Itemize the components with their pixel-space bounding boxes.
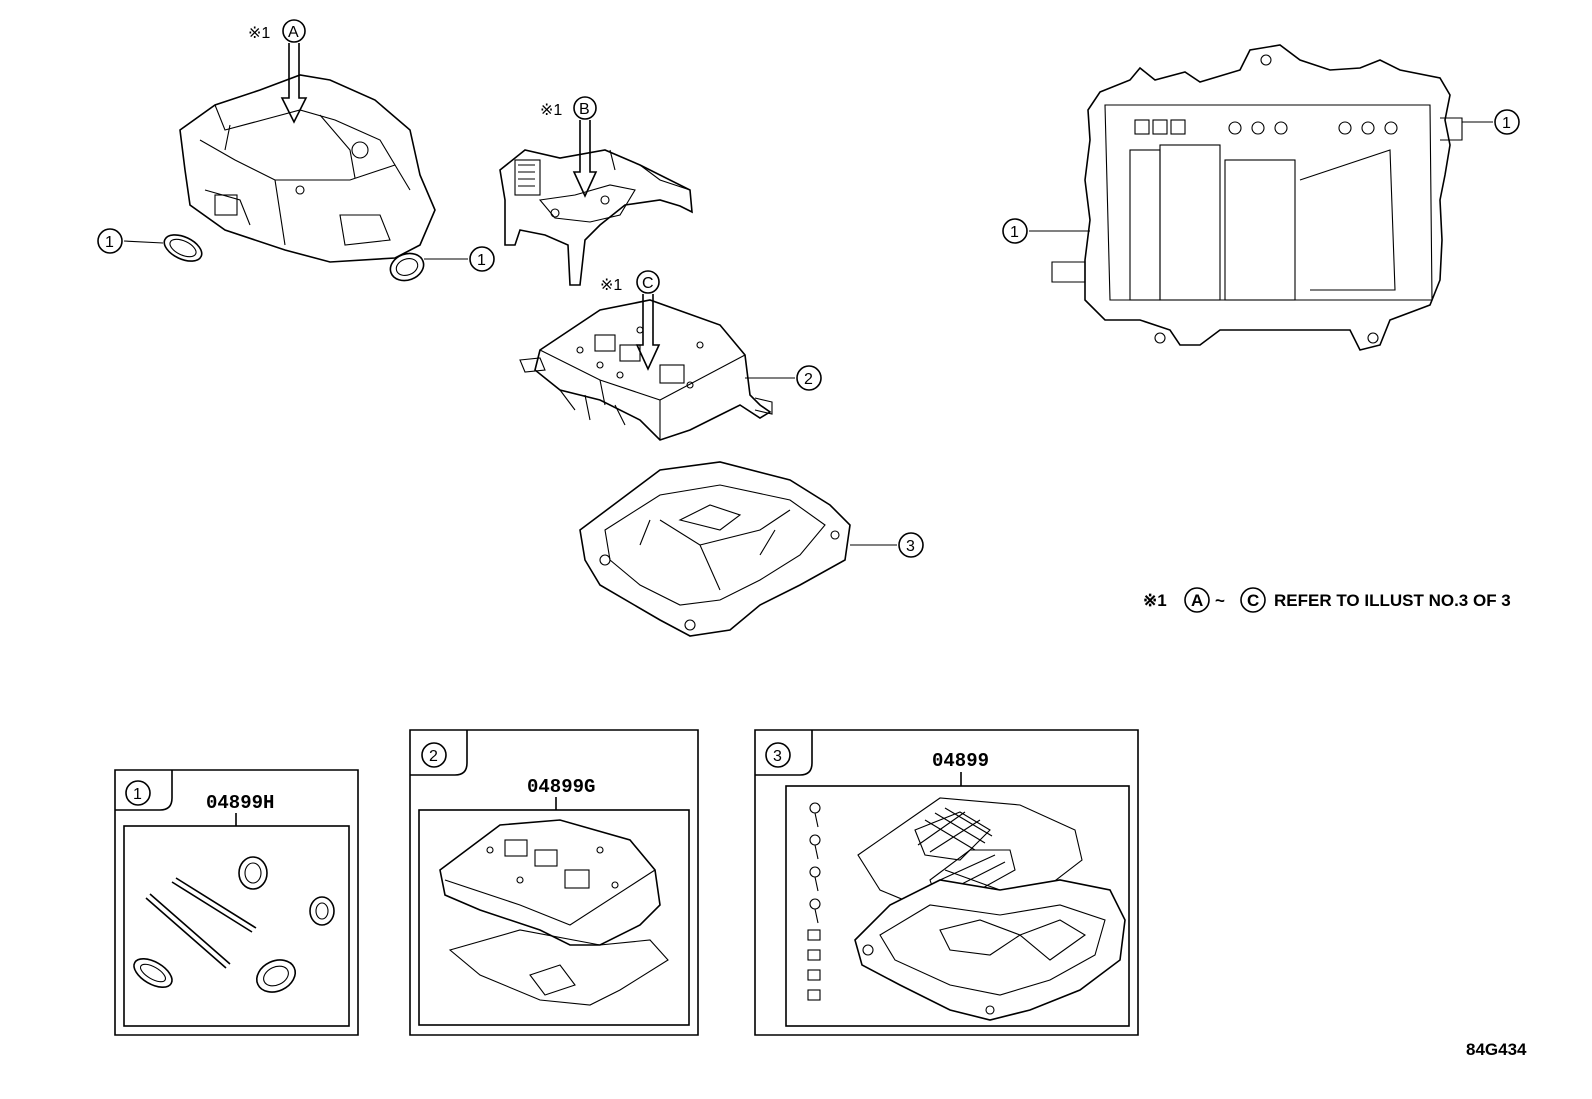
svg-text:3: 3 xyxy=(773,748,782,765)
kit-box-1: 1 04899H xyxy=(114,769,359,1036)
gasket-right xyxy=(389,252,468,282)
reference-note: ※1 A ~ C REFER TO ILLUST NO.3 OF 3 xyxy=(1143,587,1511,613)
svg-text:C: C xyxy=(1247,591,1259,610)
callout-ref-a: ※1 A xyxy=(248,19,308,124)
callout-1-topview-left: 1 xyxy=(1002,218,1090,244)
callout-1-left: 1 xyxy=(97,228,123,254)
svg-text:B: B xyxy=(579,101,590,118)
svg-text:※1: ※1 xyxy=(540,102,562,119)
inverter-lower-frame xyxy=(579,461,851,637)
inverter-top-view xyxy=(1051,44,1463,351)
callout-ref-b: ※1 B xyxy=(540,96,598,198)
gasket-left xyxy=(123,234,203,262)
svg-text:REFER TO ILLUST NO.3 OF 3: REFER TO ILLUST NO.3 OF 3 xyxy=(1274,591,1511,610)
svg-text:※1: ※1 xyxy=(248,25,270,42)
svg-text:2: 2 xyxy=(429,748,438,765)
svg-text:04899H: 04899H xyxy=(206,792,274,814)
svg-text:A: A xyxy=(288,24,299,41)
svg-text:※1: ※1 xyxy=(1143,591,1167,610)
svg-text:A: A xyxy=(1191,591,1203,610)
callout-ref-c: ※1 C xyxy=(600,270,661,371)
svg-text:1: 1 xyxy=(133,786,142,803)
illustration-id: 84G434 xyxy=(1466,1040,1527,1059)
svg-text:04899: 04899 xyxy=(932,750,989,772)
kit-box-2: 2 04899G xyxy=(409,729,699,1036)
control-board-bracket xyxy=(499,149,693,286)
inverter-board-assembly xyxy=(519,299,773,441)
inverter-upper-cover xyxy=(179,74,436,263)
callout-2: 2 xyxy=(745,365,822,391)
svg-text:3: 3 xyxy=(906,538,915,555)
svg-text:2: 2 xyxy=(804,371,813,388)
svg-text:04899G: 04899G xyxy=(527,776,595,798)
svg-text:C: C xyxy=(642,275,654,292)
svg-text:~: ~ xyxy=(1215,591,1225,610)
svg-text:1: 1 xyxy=(477,252,486,269)
svg-text:1: 1 xyxy=(105,234,114,251)
callout-3: 3 xyxy=(850,532,924,558)
callout-1-topview-right: 1 xyxy=(1462,109,1520,135)
svg-text:1: 1 xyxy=(1502,115,1511,132)
kit-box-3: 3 04899 xyxy=(754,729,1139,1036)
callout-1-right: 1 xyxy=(469,246,495,272)
svg-text:1: 1 xyxy=(1010,224,1019,241)
svg-text:※1: ※1 xyxy=(600,277,622,294)
